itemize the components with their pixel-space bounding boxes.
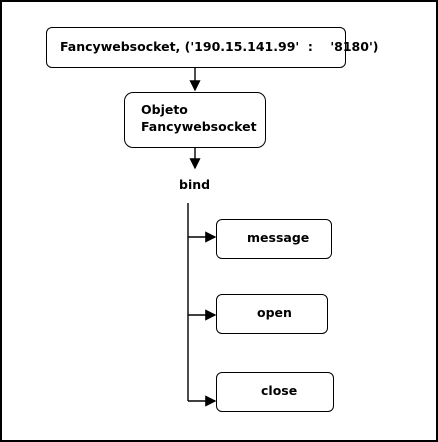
root-node-label: Fancywebsocket, ('190.15.141.99' : '8180…: [60, 39, 379, 54]
root-node: Fancywebsocket, ('190.15.141.99' : '8180…: [46, 27, 379, 68]
object-node-line1: Objeto: [141, 102, 188, 117]
bind-label: bind: [179, 177, 211, 192]
event-node-message-label: message: [247, 230, 310, 245]
event-node-message: message: [216, 219, 332, 259]
object-node-line2: Fancywebsocket: [141, 118, 257, 134]
object-node: Objeto Fancywebsocket: [124, 92, 266, 148]
event-node-open: open: [216, 294, 328, 334]
event-node-open-label: open: [257, 305, 292, 320]
event-node-close-label: close: [261, 383, 298, 398]
event-node-close: close: [216, 372, 334, 412]
